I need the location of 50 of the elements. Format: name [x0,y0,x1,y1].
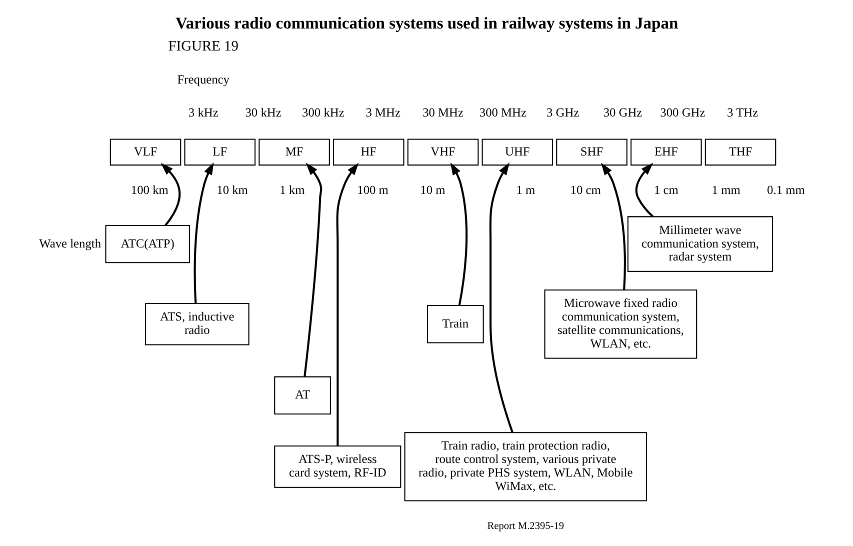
node-box: AT [274,376,331,415]
arrow [304,162,322,377]
node-box: EHF [630,138,702,166]
node-box: ATS, inductive radio [145,302,250,346]
label: 3 kHz [188,106,218,120]
node-box: Train [427,305,484,344]
arrow [194,162,214,304]
label: Frequency [177,72,230,87]
label: 1 mm [712,183,740,198]
label: 300 GHz [660,106,706,120]
node-box: ATC(ATP) [105,224,190,264]
node-box: Train radio, train protection radio, route control system, various private radio, private PHS system, WLAN, Mobile WiMax, etc. [404,432,648,502]
node-box: HF [333,138,404,166]
label: 1 cm [654,183,678,198]
arrow [450,162,468,306]
node-box: MF [258,138,330,166]
node-box: VLF [110,138,182,166]
label: 1 km [280,183,305,198]
label: 30 GHz [603,106,642,120]
node-box: ATS-P, wireless card system, RF-ID [274,446,402,488]
label: 10 cm [570,183,601,198]
label: 0.1 mm [767,183,805,198]
label: 10 m [420,183,446,198]
label: Wave length [39,236,102,250]
arrow [489,162,514,433]
label: Report M.2395-19 [487,521,564,532]
node-box: UHF [482,138,554,166]
arrow [160,163,181,226]
label: 30 MHz [422,106,464,120]
node-box: Microwave fixed radio communication system, satellite communications, WLAN, etc. [544,290,698,359]
label: FIGURE 19 [168,38,239,55]
arrow [336,162,359,446]
arrow [635,162,654,218]
node-box: VHF [407,138,479,166]
label: 100 m [357,183,388,198]
node-box: LF [184,138,256,166]
node-box: THF [704,138,776,166]
label: 100 km [130,183,168,198]
label: 3 GHz [546,106,580,120]
arrow [601,162,626,290]
label: 3 MHz [366,106,400,120]
label: 10 km [216,183,248,198]
label: 3 THz [727,106,758,120]
node-box: Millimeter wave communication system, radar system [627,216,774,272]
diagram-title: Various radio communication systems used in railway systems in Japan [175,13,678,32]
label: 30 kHz [245,106,282,120]
label: 300 kHz [302,106,344,120]
label: 1 m [516,183,536,198]
node-box: SHF [556,138,628,166]
label: 300 MHz [479,106,526,120]
